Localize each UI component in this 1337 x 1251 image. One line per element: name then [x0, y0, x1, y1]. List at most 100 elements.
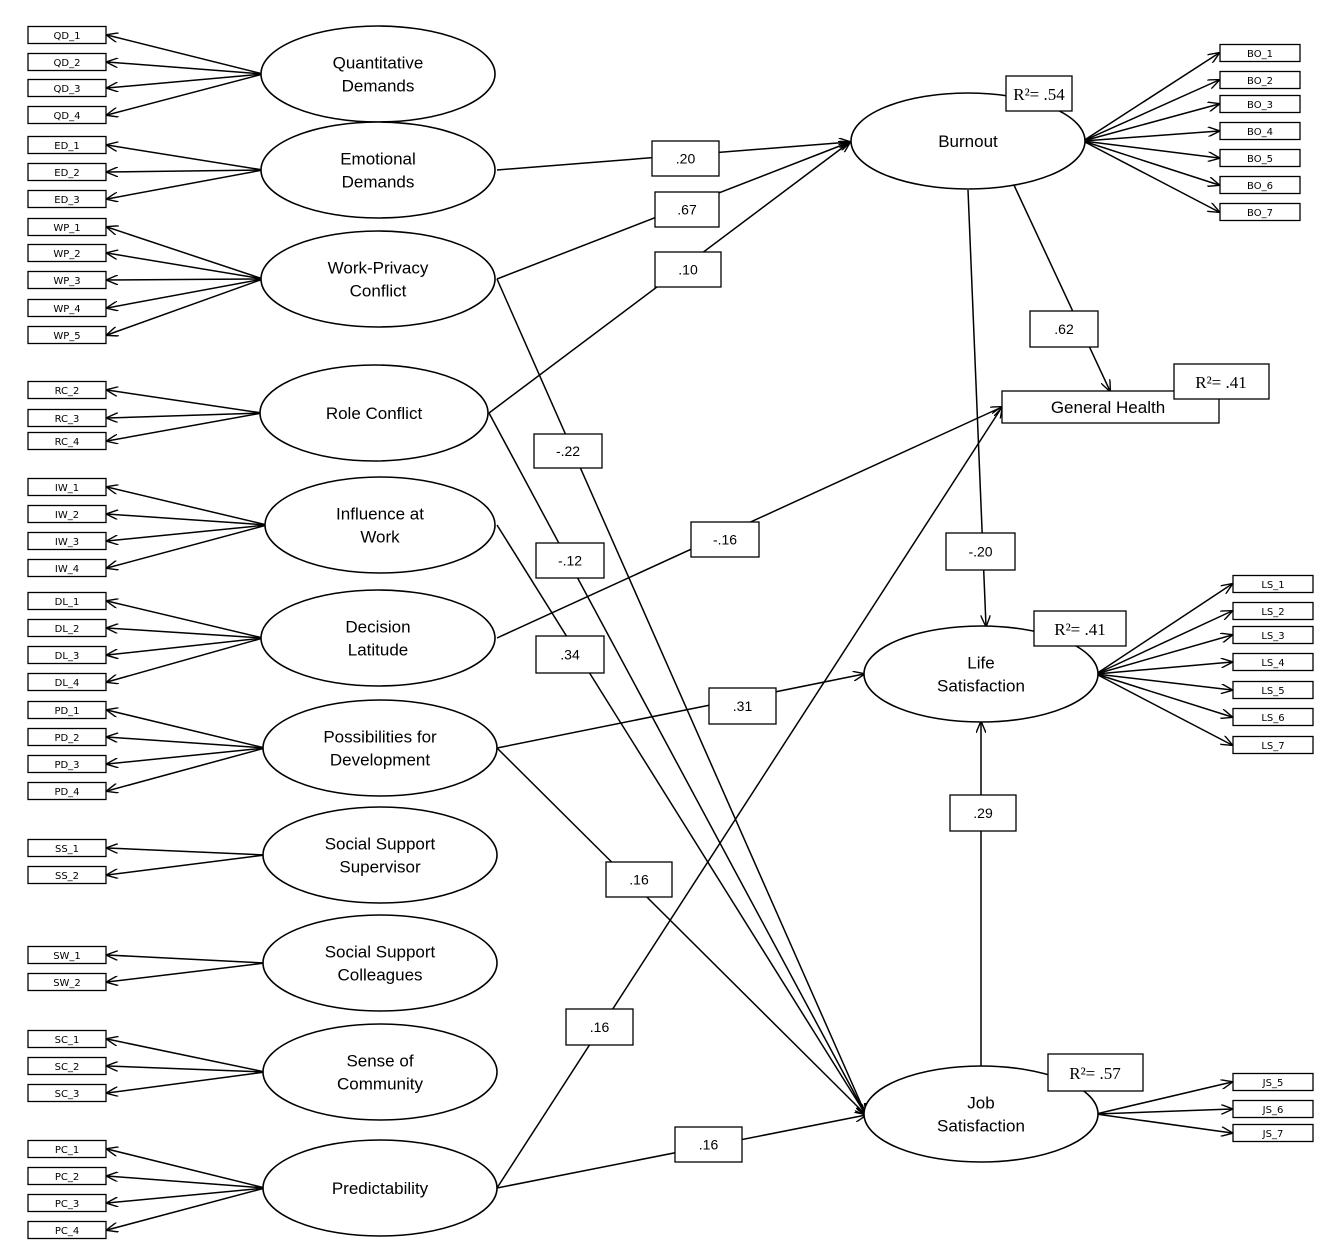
indicator-ls-3: LS_3 — [1232, 625, 1314, 645]
latent-label: Social Support — [325, 835, 436, 854]
path-arrow — [1012, 182, 1110, 391]
path-arrow — [496, 747, 866, 1115]
latent-layer: QuantitativeDemandsEmotionalDemandsWork-… — [259, 25, 1099, 1237]
loading-arrow — [107, 514, 268, 526]
indicator-js-7: JS_7 — [1232, 1123, 1314, 1143]
path-arrow — [496, 524, 866, 1115]
indicator-label: PD_1 — [54, 706, 79, 717]
r2-job-satisfaction: R²= .57 — [1047, 1053, 1144, 1092]
loading-arrow — [1095, 1082, 1232, 1115]
path-coefficient: .10 — [654, 251, 722, 288]
path-coefficient: -.12 — [535, 542, 605, 579]
loading-arrow — [1095, 584, 1232, 675]
indicator-iw-3: IW_3 — [27, 531, 107, 551]
path-coefficient: -.20 — [945, 532, 1016, 571]
indicator-iw-1: IW_1 — [27, 477, 107, 497]
path-coefficient: .16 — [605, 861, 673, 898]
loading-arrow — [107, 1149, 266, 1189]
loading-arrow — [1095, 673, 1232, 690]
indicator-label: LS_7 — [1261, 741, 1284, 752]
latent-label: Possibilities for — [323, 728, 437, 747]
indicator-qd-3: QD_3 — [27, 78, 107, 98]
indicator-label: LS_3 — [1261, 631, 1284, 642]
latent-label: Conflict — [350, 282, 407, 301]
loading-arrow — [1095, 611, 1232, 675]
latent-label: Social Support — [325, 943, 436, 962]
loading-arrow — [107, 278, 264, 335]
loading-arrow — [1082, 104, 1219, 142]
latent-label: Demands — [342, 77, 415, 96]
loading-arrow — [107, 145, 264, 171]
indicator-label: PD_4 — [54, 787, 79, 798]
indicator-rc-2: RC_2 — [27, 380, 107, 400]
path-coefficient: .62 — [1029, 310, 1099, 348]
loading-arrow — [1095, 673, 1232, 745]
loading-arrow — [107, 412, 263, 418]
indicator-label: IW_2 — [55, 510, 79, 521]
indicator-bo-2: BO_2 — [1219, 70, 1301, 90]
latent-label: Colleagues — [337, 966, 422, 985]
indicator-bo-7: BO_7 — [1219, 202, 1301, 222]
indicator-label: LS_5 — [1261, 686, 1284, 697]
indicator-layer: QD_1QD_2QD_3QD_4ED_1ED_2ED_3WP_1WP_2WP_3… — [27, 25, 1314, 1240]
indicator-dl-2: DL_2 — [27, 618, 107, 638]
latent-label: Quantitative — [333, 54, 424, 73]
path-coefficient-label: .67 — [677, 202, 697, 218]
indicator-pd-2: PD_2 — [27, 727, 107, 747]
indicator-wp-3: WP_3 — [27, 270, 107, 290]
indicator-wp-2: WP_2 — [27, 243, 107, 263]
path-arrow — [488, 412, 866, 1115]
indicator-bo-1: BO_1 — [1219, 43, 1301, 63]
path-coefficient: -.16 — [690, 521, 760, 558]
indicator-label: IW_1 — [55, 483, 79, 494]
indicator-pd-4: PD_4 — [27, 781, 107, 801]
indicator-label: PD_2 — [54, 733, 79, 744]
path-coefficient-label: .31 — [733, 698, 753, 714]
indicator-wp-5: WP_5 — [27, 325, 107, 345]
indicator-ed-2: ED_2 — [27, 162, 107, 182]
indicator-label: BO_2 — [1247, 76, 1273, 87]
indicator-label: BO_5 — [1247, 154, 1273, 165]
indicator-sc-3: SC_3 — [27, 1083, 107, 1103]
indicator-sc-1: SC_1 — [27, 1029, 107, 1049]
indicator-label: SW_1 — [53, 951, 81, 962]
indicator-label: BO_3 — [1247, 100, 1273, 111]
loading-arrow — [107, 278, 264, 308]
loading-arrow — [107, 1176, 266, 1189]
latent-label: Decision — [345, 618, 410, 637]
indicator-label: RC_2 — [55, 386, 80, 397]
indicator-js-5: JS_5 — [1232, 1072, 1314, 1092]
loading-arrow — [107, 227, 264, 280]
indicator-label: PD_3 — [54, 760, 79, 771]
indicator-label: IW_4 — [55, 564, 79, 575]
path-coefficient-label: .20 — [676, 151, 696, 167]
loading-arrow — [1095, 662, 1232, 675]
indicator-pd-3: PD_3 — [27, 754, 107, 774]
indicator-ls-4: LS_4 — [1232, 652, 1314, 672]
indicator-label: JS_5 — [1262, 1078, 1284, 1089]
latent-pc: Predictability — [262, 1139, 498, 1237]
latent-label: Life — [967, 654, 994, 673]
indicator-label: IW_3 — [55, 537, 79, 548]
path-coefficient: -.22 — [533, 433, 603, 469]
loading-arrow — [1095, 673, 1232, 717]
loading-arrow — [107, 1187, 266, 1203]
indicator-label: LS_2 — [1261, 607, 1284, 618]
indicator-label: LS_1 — [1261, 580, 1284, 591]
indicator-label: RC_3 — [55, 414, 80, 425]
loading-arrow — [1082, 131, 1219, 142]
r2-job-satisfaction-label: R²= .57 — [1069, 1064, 1121, 1083]
indicator-ss-2: SS_2 — [27, 865, 107, 885]
latent-label: Demands — [342, 173, 415, 192]
path-coefficient-label: .34 — [560, 647, 580, 663]
latent-label: Role Conflict — [326, 404, 423, 423]
latent-label: Satisfaction — [937, 677, 1025, 696]
latent-label: Burnout — [938, 132, 998, 151]
path-coefficient: .20 — [651, 140, 720, 177]
